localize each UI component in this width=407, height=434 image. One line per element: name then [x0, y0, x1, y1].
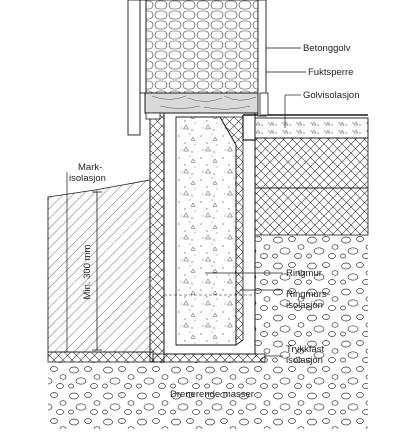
ringwall-inner-insulation [219, 116, 244, 346]
dimension-label: Min. 300 mm [82, 244, 93, 299]
concrete-floor-slab [254, 117, 369, 139]
outer-wall-insulation [149, 112, 165, 363]
label-betonggolv: Betonggolv [303, 43, 351, 54]
moisture-barrier-return [242, 115, 255, 141]
label-mark-line2: isolasjon [69, 173, 106, 184]
pressure-insulation [152, 353, 266, 363]
wall-inner-board [257, 0, 267, 117]
ringwall-core [175, 116, 237, 346]
label-trykkfast-line1: Trykkfast [286, 344, 325, 355]
label-ringmurs-line1: Ringmurs- [286, 289, 330, 300]
wall-cladding [127, 0, 141, 136]
label-fuktsperre: Fuktsperre [308, 67, 353, 78]
dimension-line-300mm [92, 191, 102, 351]
label-drenerende: Drenerende masser [170, 389, 254, 400]
ground-terrain [47, 179, 151, 353]
label-trykkfast-line2: isolasjon [286, 355, 323, 366]
label-ringmurs-line2: isolasjon [286, 300, 323, 311]
floor-insulation-lower [254, 187, 369, 236]
skirting-board [259, 92, 269, 116]
extension-lines [47, 197, 255, 352]
leader-lines [66, 47, 306, 357]
drainage-gravel-right [254, 235, 368, 362]
label-ringmur: Ringmur [286, 268, 322, 279]
wall-sheathing [139, 0, 147, 94]
floor-insulation [254, 137, 369, 189]
sill-gasket [145, 112, 161, 120]
label-golvisolasjon: Golvisolasjon [303, 90, 360, 101]
drainage-gravel [48, 362, 368, 429]
label-mark-line1: Mark- [78, 162, 102, 173]
timber-grain [151, 95, 257, 110]
bottom-plate-timber [144, 92, 261, 114]
ground-insulation-layer [47, 351, 154, 363]
wall-insulation [145, 0, 259, 94]
